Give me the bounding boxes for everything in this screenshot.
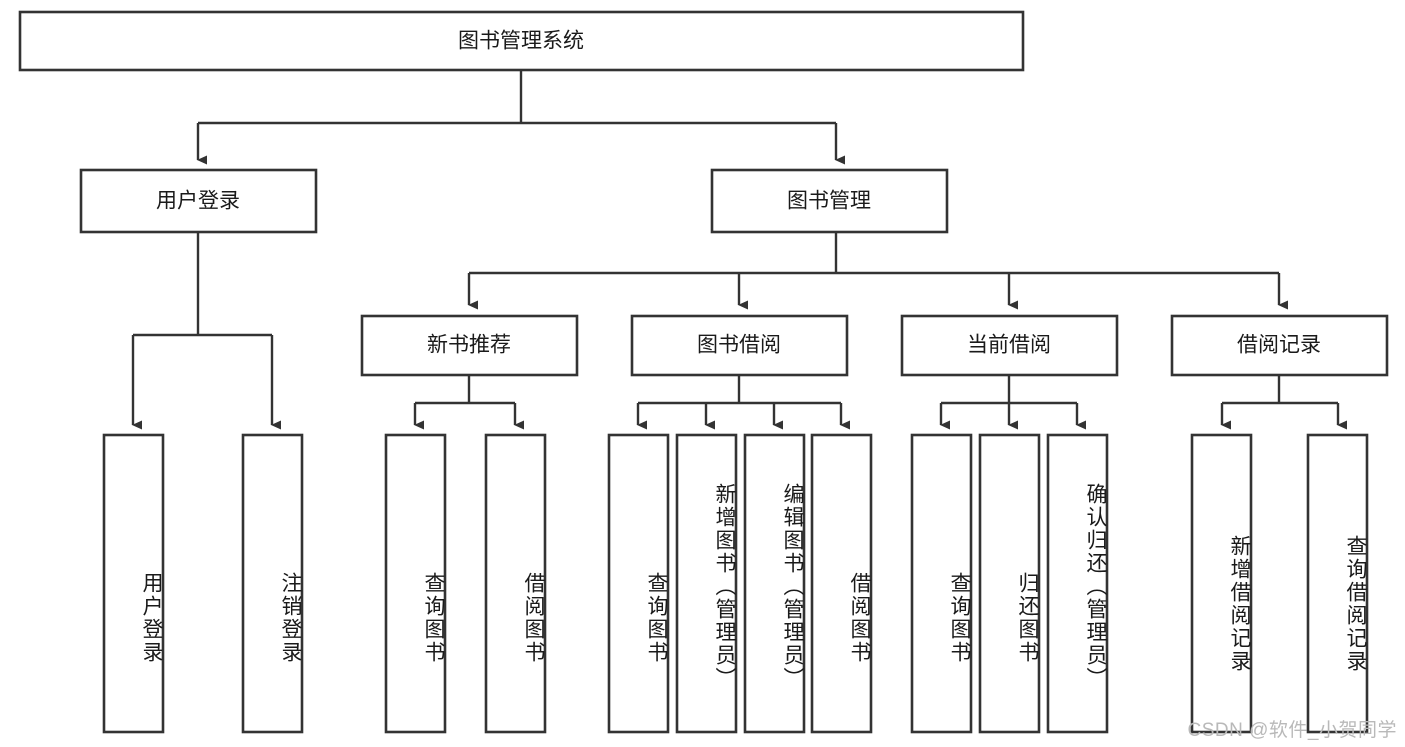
connector-root-to-level2 [196, 70, 845, 165]
node-leaf-add-book[interactable] [675, 433, 738, 734]
node-book-management-label: 图书管理 [787, 190, 871, 213]
node-book-management[interactable]: 图书管理 [710, 168, 949, 234]
connector-current-borrow-to-leaves [939, 375, 1086, 430]
node-borrow-record-label: 借阅记录 [1237, 334, 1321, 357]
node-leaf-add-record[interactable] [1190, 433, 1253, 734]
node-root-system[interactable]: 图书管理系统 [18, 10, 1025, 72]
connector-borrow-record-to-leaves [1220, 375, 1347, 430]
node-leaf-query-record[interactable] [1306, 433, 1369, 734]
node-leaf-user-login[interactable] [102, 433, 165, 734]
node-current-borrow-label: 当前借阅 [967, 334, 1051, 357]
node-root-system-label: 图书管理系统 [458, 30, 584, 53]
node-new-book-recommend-label: 新书推荐 [427, 334, 511, 357]
node-leaf-logout[interactable] [241, 433, 304, 734]
node-leaf-query-book-2[interactable] [607, 433, 670, 734]
node-borrow-record[interactable]: 借阅记录 [1170, 314, 1389, 377]
connector-book-management-to-level3 [467, 232, 1288, 310]
node-leaf-return-book[interactable] [978, 433, 1041, 734]
node-leaf-borrow-book-2[interactable] [810, 433, 873, 734]
node-leaf-confirm-return[interactable] [1046, 433, 1109, 734]
node-user-login[interactable]: 用户登录 [79, 168, 318, 234]
node-book-borrow[interactable]: 图书借阅 [630, 314, 849, 377]
node-user-login-label: 用户登录 [156, 190, 240, 213]
leaf-rects [102, 433, 1369, 734]
node-leaf-edit-book[interactable] [743, 433, 806, 734]
node-leaf-query-book-1[interactable] [384, 433, 447, 734]
node-new-book-recommend[interactable]: 新书推荐 [360, 314, 579, 377]
connector-book-borrow-to-leaves [636, 375, 850, 430]
connector-new-book-recommend-to-leaves [413, 375, 524, 430]
node-current-borrow[interactable]: 当前借阅 [900, 314, 1119, 377]
connector-user-login-to-leaves [131, 232, 281, 430]
node-book-borrow-label: 图书借阅 [697, 334, 781, 357]
watermark-text: CSDN @软件_小贺同学 [1187, 720, 1397, 741]
node-leaf-query-book-3[interactable] [910, 433, 973, 734]
node-leaf-borrow-book-1[interactable] [484, 433, 547, 734]
